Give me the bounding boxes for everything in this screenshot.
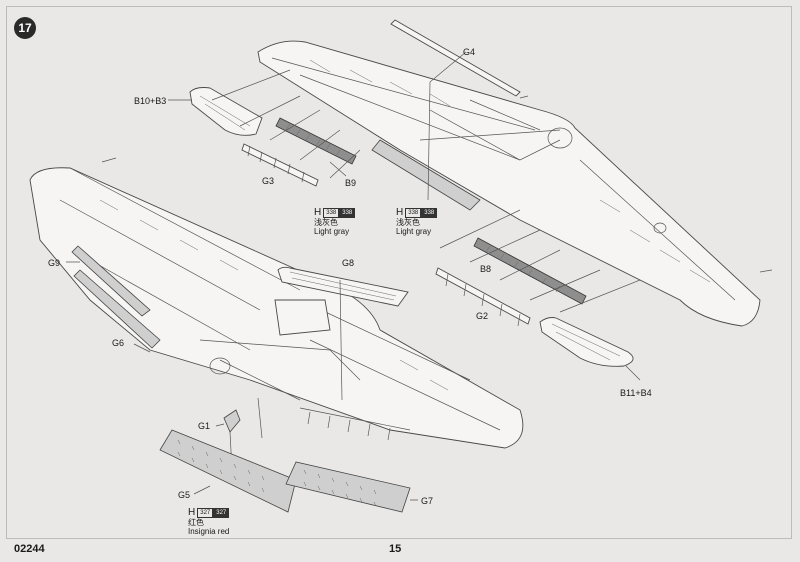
paint-name-en: Light gray <box>314 227 350 236</box>
step-number-badge: 17 <box>14 17 36 39</box>
label-g7: G7 <box>421 496 434 506</box>
label-g1: G1 <box>198 421 211 431</box>
paint-code-swatch-dark: 338 <box>339 208 356 218</box>
lower-wing <box>29 157 524 449</box>
part-b8 <box>473 237 587 305</box>
label-g3: G3 <box>262 176 275 186</box>
part-g3 <box>241 143 319 187</box>
label-g6: G6 <box>112 338 125 348</box>
product-code: 02244 <box>14 543 45 555</box>
label-b11-b4: B11+B4 <box>620 388 652 398</box>
paint-code-swatch-dark: 327 <box>213 508 230 518</box>
paint-name-zh: 浅灰色 <box>396 218 420 227</box>
part-g2 <box>435 267 531 327</box>
paint-code-swatch-dark: 338 <box>421 208 438 218</box>
label-g8: G8 <box>342 258 355 268</box>
part-b9 <box>275 117 357 177</box>
paint-code-swatch: 327 <box>197 508 214 518</box>
paint-prefix: H <box>188 507 196 519</box>
paint-name-zh: 红色 <box>188 518 204 527</box>
label-g4: G4 <box>463 47 476 57</box>
part-b11-b4 <box>539 317 641 381</box>
label-g9: G9 <box>48 258 61 268</box>
paint-code-swatch: 338 <box>405 208 422 218</box>
label-g2: G2 <box>476 311 489 321</box>
paint-code-swatch: 338 <box>323 208 340 218</box>
part-g8 <box>277 266 409 401</box>
page-number: 15 <box>389 543 402 555</box>
label-b9: B9 <box>345 178 357 188</box>
paint-name-en: Light gray <box>396 227 432 236</box>
paint-name-en: Insignia red <box>188 527 230 536</box>
page-frame <box>6 6 792 539</box>
paint-name-zh: 浅灰色 <box>314 218 338 227</box>
paint-prefix: H <box>396 207 404 219</box>
upper-wing <box>257 40 773 327</box>
paint-prefix: H <box>314 207 322 219</box>
part-b10-b3 <box>168 87 263 136</box>
part-g4 <box>390 19 521 201</box>
part-g7 <box>285 461 411 513</box>
label-b10-b3: B10+B3 <box>134 96 167 106</box>
label-b8: B8 <box>480 264 492 274</box>
label-g5: G5 <box>178 490 191 500</box>
